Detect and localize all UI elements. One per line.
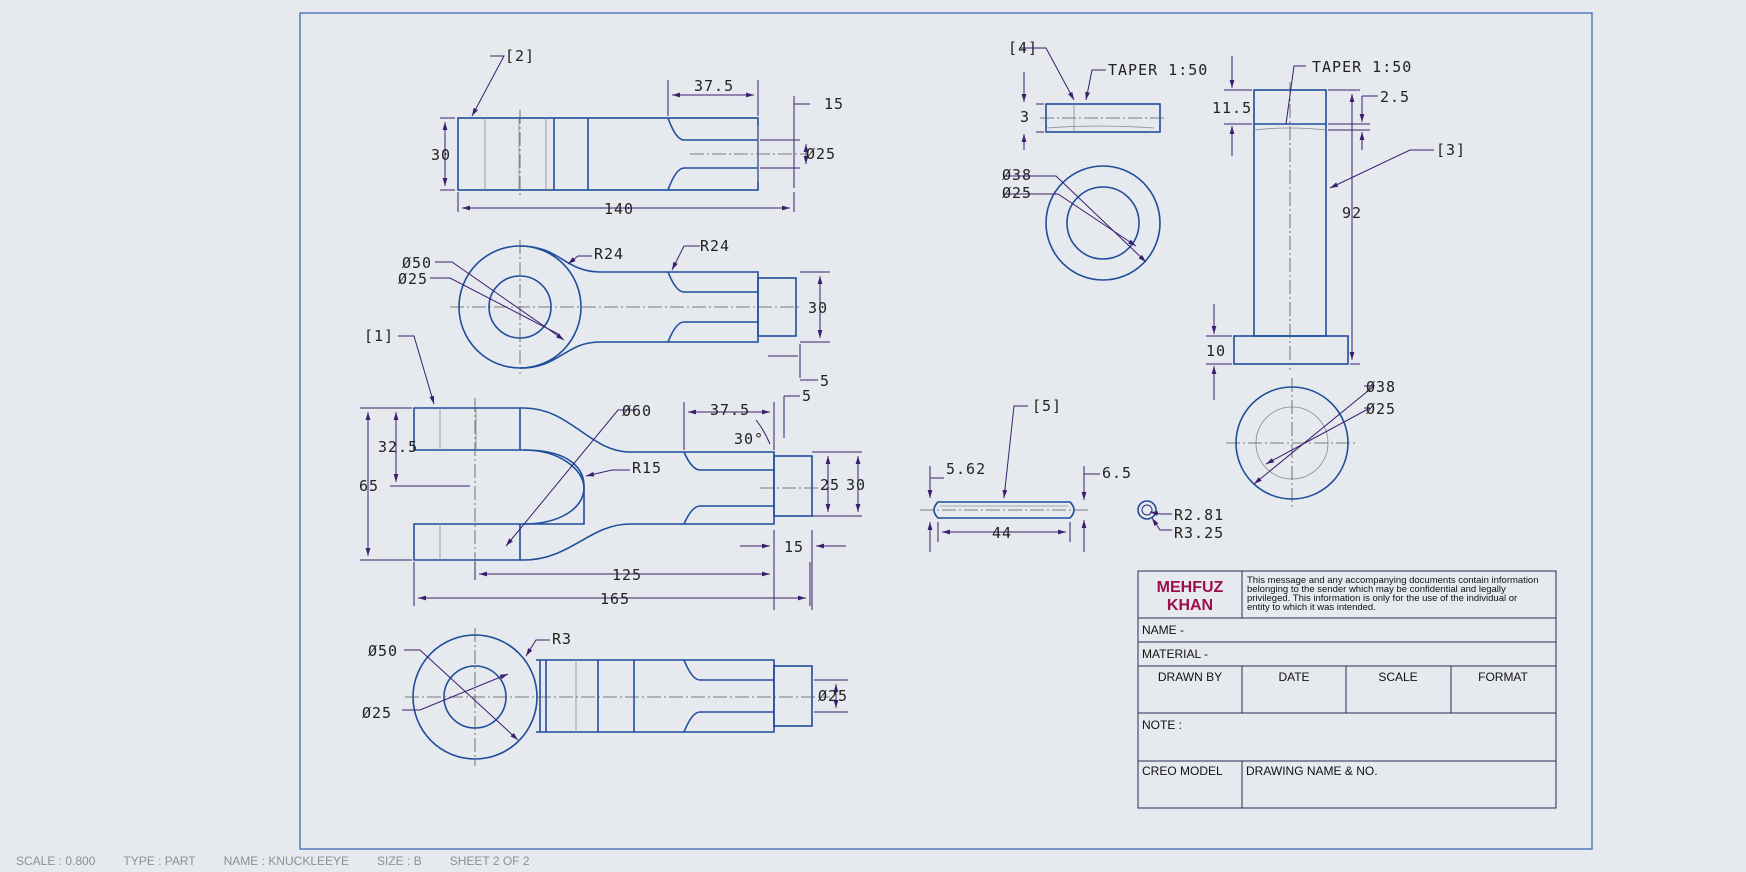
disclaimer-line: This message and any accompanying docume… bbox=[1247, 575, 1539, 586]
view-part1-bottom-dims: Ø50 Ø25 R3 Ø25 bbox=[362, 630, 848, 741]
view-part2-top-dims: 30 37.5 15 Ø25 140 [2] bbox=[431, 47, 844, 218]
dim-text: 5 bbox=[802, 387, 812, 405]
part-label-2: [2] bbox=[505, 47, 535, 65]
dim-text: R2.81 bbox=[1174, 506, 1224, 524]
view-part5 bbox=[920, 500, 1157, 520]
dim-text: 140 bbox=[604, 200, 634, 218]
dim-text: Ø60 bbox=[622, 402, 652, 420]
dim-text: Ø25 bbox=[362, 704, 392, 722]
dim-text: 37.5 bbox=[694, 77, 734, 95]
part-label-5: [5] bbox=[1032, 397, 1062, 415]
dim-text: R15 bbox=[632, 459, 662, 477]
dim-text: Ø50 bbox=[368, 642, 398, 660]
scale-label: SCALE bbox=[1378, 670, 1417, 684]
dim-text: R24 bbox=[700, 237, 730, 255]
part-label-1: [1] bbox=[364, 327, 394, 345]
view-part1-bottom bbox=[405, 628, 830, 766]
note-label: NOTE : bbox=[1142, 718, 1182, 732]
disclaimer-line: belonging to the sender which may be con… bbox=[1247, 584, 1506, 595]
dim-text: 32.5 bbox=[378, 438, 418, 456]
format-label: FORMAT bbox=[1478, 670, 1528, 684]
view-part4 bbox=[1040, 103, 1166, 281]
dim-text: Ø38 bbox=[1002, 166, 1032, 184]
status-scale: SCALE : 0.800 bbox=[16, 854, 96, 868]
view-part5-dims: [5] 5.62 6.5 44 R2.81 R3.25 bbox=[927, 397, 1224, 552]
view-part2-top bbox=[457, 110, 805, 196]
dim-text: Ø25 bbox=[818, 687, 848, 705]
disclaimer-line: privileged. This information is only for… bbox=[1247, 593, 1517, 604]
dim-text: Ø25 bbox=[806, 145, 836, 163]
disclaimer-line: entity to which it was intended. bbox=[1247, 602, 1376, 613]
dim-text: Ø38 bbox=[1366, 378, 1396, 396]
dim-text: 92 bbox=[1342, 204, 1362, 222]
material-field-label: MATERIAL - bbox=[1142, 647, 1208, 661]
dim-text: 44 bbox=[992, 524, 1012, 542]
dim-text: 30 bbox=[846, 476, 866, 494]
view-part1-front-dims: [1] 32.5 65 Ø60 R15 37.5 5 30° 25 30 15 bbox=[359, 327, 866, 610]
view-part3 bbox=[1226, 82, 1358, 508]
dim-text: 11.5 bbox=[1212, 99, 1252, 117]
dim-text: 2.5 bbox=[1380, 88, 1410, 106]
status-size: SIZE : B bbox=[377, 854, 422, 868]
drawing-border bbox=[299, 12, 1593, 850]
dim-text: R24 bbox=[594, 245, 624, 263]
name-field-label: NAME - bbox=[1142, 623, 1184, 637]
dim-text: TAPER 1:50 bbox=[1108, 61, 1208, 79]
dim-text: 125 bbox=[612, 566, 642, 584]
part-label-4: [4] bbox=[1008, 39, 1038, 57]
view-part2-front bbox=[450, 240, 800, 374]
dim-text: TAPER 1:50 bbox=[1312, 58, 1412, 76]
view-part3-dims: TAPER 1:50 11.5 2.5 92 [3] 10 Ø38 Ø25 bbox=[1206, 56, 1466, 485]
brand-name-line2: KHAN bbox=[1167, 597, 1213, 614]
dim-text: R3.25 bbox=[1174, 524, 1224, 542]
dim-text: 15 bbox=[784, 538, 804, 556]
drawing-sheet: 30 37.5 15 Ø25 140 [2] Ø50 Ø25 R24 bbox=[299, 12, 1593, 850]
dim-text: Ø25 bbox=[398, 270, 428, 288]
drawn-by-label: DRAWN BY bbox=[1158, 670, 1222, 684]
dim-text: 65 bbox=[359, 477, 379, 495]
dim-text: 5 bbox=[820, 372, 830, 390]
view-part1-front bbox=[413, 398, 830, 570]
view-part4-dims: [4] TAPER 1:50 3 Ø38 Ø25 bbox=[1002, 39, 1208, 263]
brand-name-line1: MEHFUZ bbox=[1157, 579, 1224, 596]
dim-text: 30 bbox=[431, 146, 451, 164]
dim-text: 6.5 bbox=[1102, 464, 1132, 482]
part-label-3: [3] bbox=[1436, 141, 1466, 159]
creo-model-label: CREO MODEL bbox=[1142, 764, 1223, 778]
dim-text: 165 bbox=[600, 590, 630, 608]
drawing-name-label: DRAWING NAME & NO. bbox=[1246, 764, 1378, 778]
status-name: NAME : KNUCKLEEYE bbox=[223, 854, 350, 868]
dim-text: 10 bbox=[1206, 342, 1226, 360]
status-sheet: SHEET 2 OF 2 bbox=[449, 854, 530, 868]
dim-text: 5.62 bbox=[946, 460, 986, 478]
status-bar: SCALE : 0.800 TYPE : PART NAME : KNUCKLE… bbox=[16, 854, 550, 872]
dim-text: 15 bbox=[824, 95, 844, 113]
dim-text: Ø25 bbox=[1366, 400, 1396, 418]
status-type: TYPE : PART bbox=[123, 854, 196, 868]
view-part2-front-dims: Ø50 Ø25 R24 R24 30 5 bbox=[398, 237, 830, 390]
title-block: MEHFUZ KHAN This message and any accompa… bbox=[1137, 570, 1557, 809]
dim-text: Ø25 bbox=[1002, 184, 1032, 202]
dim-text: 37.5 bbox=[710, 401, 750, 419]
dim-text: 3 bbox=[1020, 108, 1030, 126]
date-label: DATE bbox=[1278, 670, 1309, 684]
dim-text: 30 bbox=[808, 299, 828, 317]
dim-text: R3 bbox=[552, 630, 572, 648]
dim-text: 25 bbox=[820, 476, 840, 494]
dim-text: 30° bbox=[734, 430, 764, 448]
dim-text: Ø50 bbox=[402, 254, 432, 272]
